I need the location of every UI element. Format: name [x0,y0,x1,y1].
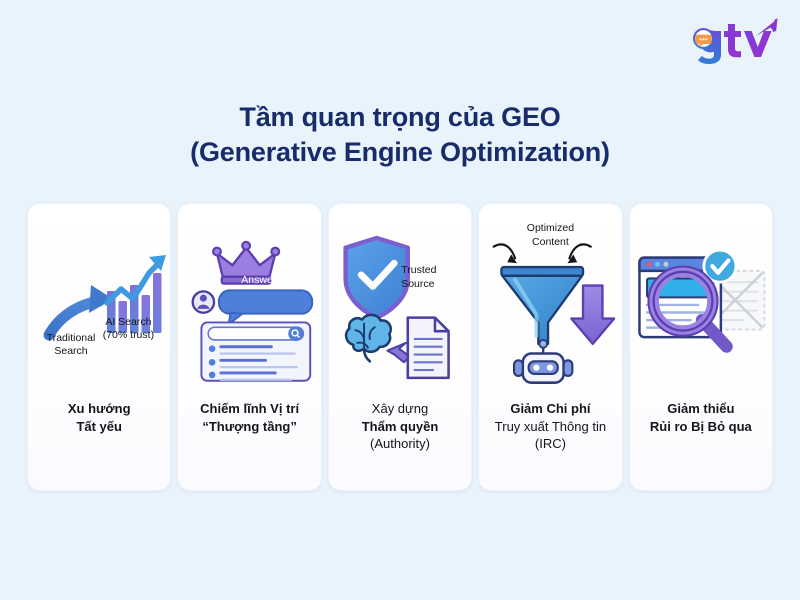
trusted-source-shield-brain-document-art [329,204,471,404]
search-trend-illustration [43,255,167,341]
traditional-to-ai-search-chart-art [28,204,170,404]
crown-answer-query-serp-art [178,204,320,404]
card-xu-huong-tat-yeu[interactable]: Traditional Search AI Search (70% trust)… [27,203,171,491]
visibility-illustration [638,248,766,353]
card-label: Chiếm lĩnh Vị trí “Thượng tầng” [196,400,303,435]
brain-icon [344,313,393,363]
card-label: Xu hướng Tất yếu [64,400,135,435]
card-surface [629,204,773,490]
browser-magnifier-verified-art [630,204,772,404]
serp-position-illustration [191,240,313,382]
authority-illustration [343,235,450,380]
card-label: Giảm Chi phí Truy xuất Thông tin (IRC) [491,400,610,453]
card4-label-line1: Giảm Chi phí [510,401,591,416]
card4-label-line3: (IRC) [534,436,566,452]
irc-illustration [493,243,616,384]
card-surface [28,204,171,490]
card-giam-chi-phi[interactable]: Optimized Content Giảm Chi phí Truy xuất… [478,203,622,491]
shield-check-icon [343,235,410,320]
page-title: Tầm quan trọng của GEO (Generative Engin… [0,100,800,169]
verified-check-badge-icon [702,248,738,284]
card-label: Giảm thiểu Rủi ro Bị Bỏ qua [646,400,756,435]
title-line-1: Tầm quan trọng của GEO [239,102,561,132]
answer-query-bubble [217,289,313,326]
cost-down-arrow-icon [570,284,616,345]
card-surface [479,204,622,490]
card-giam-thieu-rui-ro[interactable]: Giảm thiểu Rủi ro Bị Bỏ qua [629,203,773,491]
gtv-logo-mark [693,18,778,65]
card3-label-line1: Xây dựng [371,401,429,416]
serp-panel [200,321,311,382]
card4-label-line2: Truy xuất Thông tin [494,418,607,434]
card1-label-line2: Tất yếu [76,418,122,434]
card-chiem-linh-vi-tri[interactable]: Answer query Chiếm lĩnh Vị trí “Thượng t… [177,203,321,491]
crown-icon [211,240,280,285]
optimized-content-funnel-robot-art [479,204,621,404]
card2-label-line1: Chiếm lĩnh Vị trí [200,401,300,416]
document-icon [406,316,450,380]
card2-label-line2: “Thượng tầng” [202,418,297,434]
robot-icon [513,338,574,384]
magnifier-icon [647,265,733,353]
card5-label-line2: Rủi ro Bị Bỏ qua [649,418,752,434]
benefit-card-row: Traditional Search AI Search (70% trust)… [27,203,773,491]
title-line-2: (Generative Engine Optimization) [190,136,610,167]
card-xay-dung-tham-quyen[interactable]: Trusted Source Xây dựng Thẩm quyền (Auth… [328,203,472,491]
card3-label-line2: Thẩm quyền [361,418,439,434]
card3-label-line3: (Authority) [370,436,430,452]
user-avatar-icon [191,290,215,314]
card-label: Xây dựng Thẩm quyền (Authority) [358,400,443,453]
funnel-icon [500,265,585,345]
card1-label-line1: Xu hướng [67,401,131,416]
gtv-logo [686,16,782,65]
card5-label-line1: Giảm thiểu [667,401,735,416]
